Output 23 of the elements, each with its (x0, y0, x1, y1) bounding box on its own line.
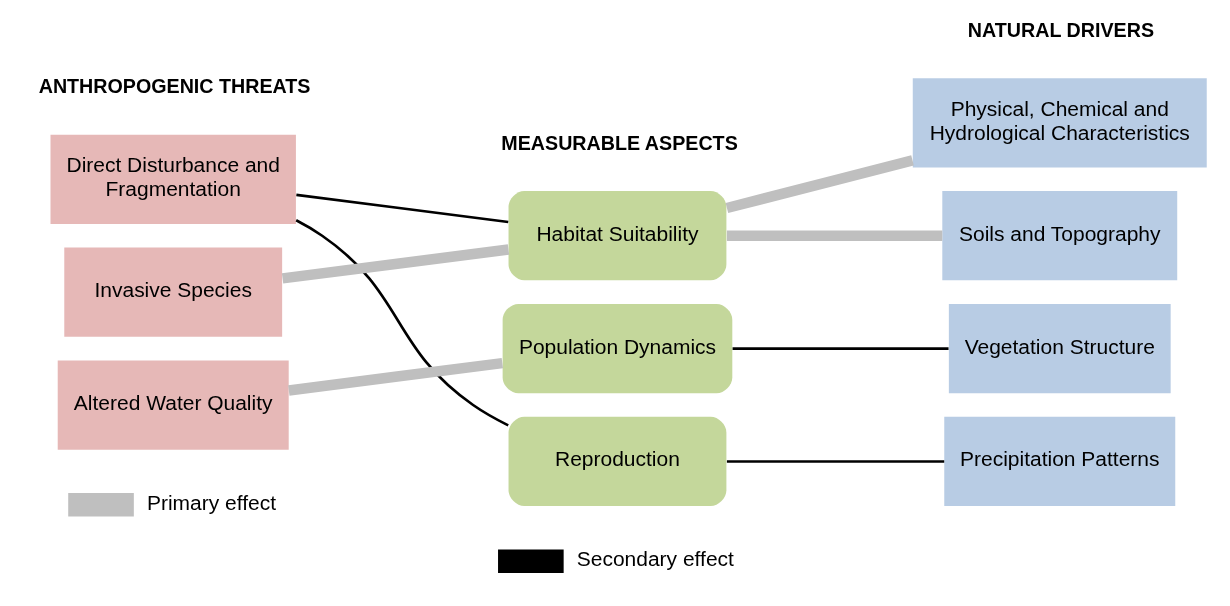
connector (295, 219, 509, 427)
connector (295, 193, 508, 224)
connector (725, 155, 914, 214)
node-box: Precipitation Patterns (943, 416, 1175, 507)
node-box: Physical, Chemical and Hydrological Characteristics (912, 78, 1207, 168)
node-box: Habitat Suitability (508, 191, 726, 281)
node-box: Direct Disturbance and Fragmentation (50, 134, 296, 224)
node-box: Population Dynamics (502, 304, 732, 394)
label: ANTHROPOGENIC THREATS (38, 75, 310, 98)
node-box: Invasive Species (63, 247, 282, 337)
connector (726, 460, 944, 463)
legend-label: Secondary effect (576, 547, 734, 571)
connector (726, 230, 942, 241)
node-box: Soils and Topography (941, 191, 1177, 281)
label: NATURAL DRIVERS (967, 18, 1154, 41)
connector (287, 357, 503, 396)
connector (732, 347, 949, 350)
node-box: Altered Water Quality (57, 360, 289, 450)
label: MEASURABLE ASPECTS (500, 131, 738, 154)
node-box: Reproduction (508, 416, 726, 507)
connector (281, 244, 509, 284)
node-box: Vegetation Structure (948, 304, 1171, 394)
legend-label: Primary effect (146, 490, 276, 514)
